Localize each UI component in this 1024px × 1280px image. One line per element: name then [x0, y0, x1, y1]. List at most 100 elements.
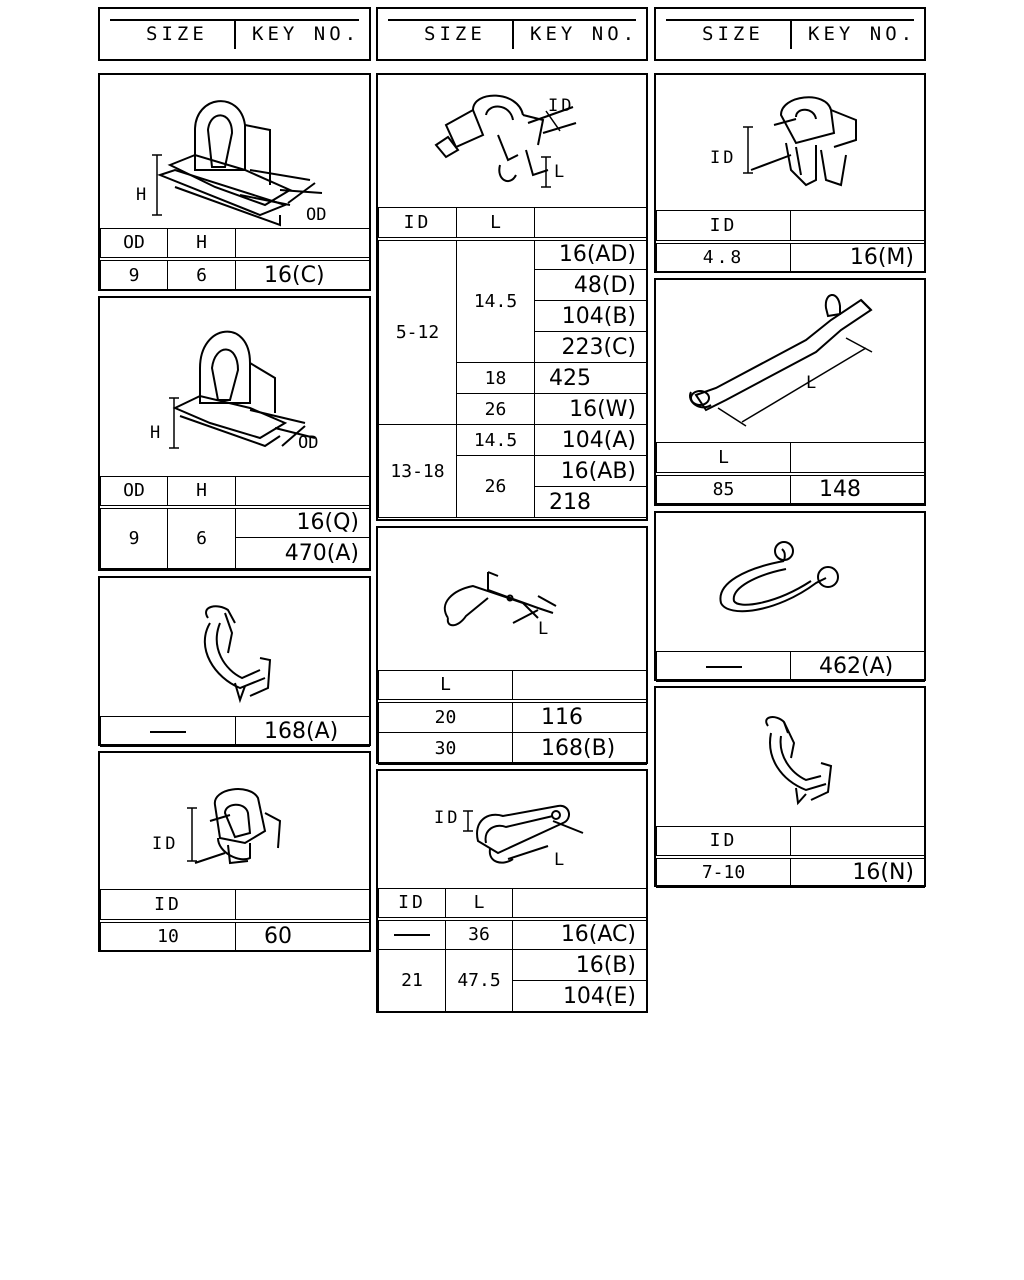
cell-l: 26 [456, 393, 535, 425]
size-table: ID L 36 16(AC) 21 47.5 16(B) 104(E) [378, 888, 647, 1012]
key-no-label: KEY NO. [808, 23, 917, 45]
col-key [512, 670, 647, 703]
id-dim-label: ID [152, 834, 178, 854]
size-table: ID 10 60 [100, 889, 370, 951]
panel-clamp-id-l: ID L ID L 36 16(AC) 21 47.5 16(B) 104(E) [376, 769, 648, 1013]
panel-clip-od-h-2: H OD OD H 9 6 16(Q) 470(A) [98, 296, 371, 571]
cell-l: 36 [445, 918, 513, 950]
cell-key: 425 [534, 362, 647, 394]
panel-loop-tie: 462(A) [654, 511, 926, 682]
cell-od: 9 [100, 258, 168, 291]
table-row: 36 16(AC) [378, 918, 647, 950]
col-key [790, 210, 925, 244]
col-key [235, 476, 370, 509]
table-row: 223(C) [379, 331, 647, 363]
l-dim-label: L [538, 619, 548, 639]
col-id: ID [100, 889, 236, 923]
cell-key: 48(D) [534, 269, 647, 301]
clamp-illustration: ID L [434, 804, 584, 870]
header-col2: SIZE KEY NO. [376, 7, 648, 61]
cell-key: 16(C) [235, 258, 370, 291]
key-no-label: KEY NO. [252, 23, 361, 45]
cell-key: 462(A) [790, 651, 925, 682]
col-key [512, 888, 647, 921]
col-od: OD [100, 228, 168, 261]
clip-illustration: ID L [434, 94, 577, 188]
size-label: SIZE [424, 23, 486, 45]
cell-key: 16(B) [512, 949, 647, 981]
size-table: 168(A) [100, 716, 370, 747]
table-row: 26 16(W) [379, 393, 647, 425]
id-dim-label: ID [710, 148, 736, 168]
col-l: L [656, 442, 791, 476]
table-row: 168(A) [100, 716, 370, 747]
size-table: L 20 116 30 168(B) [378, 670, 647, 765]
h-dim-label: H [150, 423, 160, 443]
clip-illustration [203, 605, 272, 704]
table-row: 5-12 14.5 16(AD) [378, 238, 647, 425]
cell-l: 47.5 [445, 949, 513, 1012]
l-dim-label: L [806, 373, 816, 393]
cell-h: 6 [167, 258, 236, 291]
col-l: L [456, 207, 535, 241]
cell-key: 16(W) [534, 393, 647, 425]
clip-illustration: ID [710, 96, 857, 187]
l-dim-label: L [554, 162, 564, 182]
table-row: 9 6 16(Q) [100, 506, 370, 569]
cell-key: 104(A) [534, 424, 647, 456]
col-id: ID [378, 207, 457, 241]
table-row: 104(E) [379, 980, 647, 1012]
col-l: L [445, 888, 513, 921]
col-id: ID [656, 210, 791, 244]
table-row: 20 116 [378, 700, 647, 733]
cell-key: 16(AB) [534, 455, 647, 487]
panel-clip-168a: 168(A) [98, 576, 371, 747]
cell-h: 6 [167, 506, 236, 569]
table-row: 48(D) [379, 269, 647, 301]
panel-clip-id-48: ID ID 4.8 16(M) [654, 73, 926, 273]
cell-key: 223(C) [534, 331, 647, 363]
cell-l: 26 [456, 455, 535, 518]
clip-illustration: H OD [150, 330, 318, 453]
size-table: OD H 9 6 16(C) [100, 228, 370, 291]
col-h: H [167, 228, 236, 261]
size-table: OD H 9 6 16(Q) 470(A) [100, 476, 370, 569]
cell-key: 104(B) [534, 300, 647, 332]
cell-l: 30 [378, 732, 513, 765]
cell-key: 16(Q) [235, 506, 370, 538]
clip-illustration [765, 716, 833, 806]
cell-id: 13-18 [378, 424, 457, 518]
cell-key: 168(B) [512, 732, 647, 765]
panel-clip-od-h: H OD OD H 9 6 16(C) [98, 73, 371, 291]
loop-tie-illustration [719, 541, 839, 613]
cell-key: 168(A) [235, 716, 370, 747]
cell-l: 14.5 [456, 238, 535, 363]
cell-l: 14.5 [456, 424, 535, 456]
cell-key: 218 [534, 486, 647, 518]
strap-illustration: L [689, 294, 873, 427]
col-od: OD [100, 476, 168, 509]
key-no-label: KEY NO. [530, 23, 639, 45]
col-key [235, 228, 370, 261]
table-row: 218 [379, 486, 647, 518]
od-dim-label: OD [298, 433, 318, 453]
col-key [235, 889, 370, 923]
cell-key: 104(E) [512, 980, 647, 1012]
size-table: L 85 148 [656, 442, 925, 504]
l-dim-label: L [554, 850, 564, 870]
dash-mark [150, 731, 186, 733]
table-row: 10 60 [100, 920, 370, 951]
id-dim-label: ID [548, 96, 574, 116]
col-key [790, 826, 925, 859]
table-row: 4.8 16(M) [656, 241, 925, 272]
size-table: 462(A) [656, 651, 925, 682]
table-row: 470(A) [101, 537, 370, 569]
panel-clip-id-l: ID L ID L 5-12 14.5 16(AD) 48(D) 104(B) … [376, 73, 648, 521]
panel-clip-id: ID ID 10 60 [98, 751, 371, 952]
h-dim-label: H [136, 185, 146, 205]
cell-id: 10 [100, 920, 236, 951]
dash-mark [394, 934, 430, 937]
panel-clip-7-10: ID 7-10 16(N) [654, 686, 926, 888]
header-col3: SIZE KEY NO. [654, 7, 926, 61]
table-row: 462(A) [656, 651, 925, 682]
